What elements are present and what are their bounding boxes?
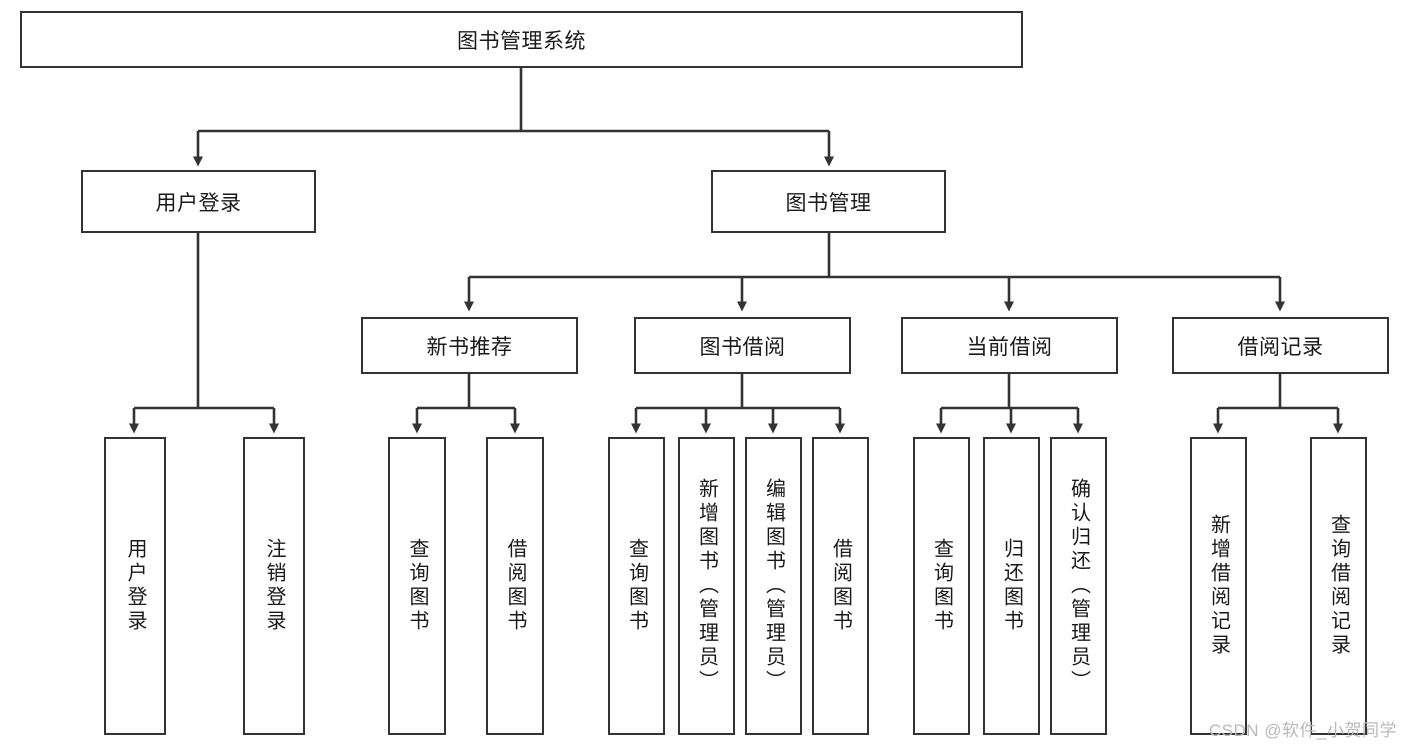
node-current-borrow[interactable]: 当前借阅	[901, 317, 1118, 374]
node-user-login[interactable]: 用户登录	[81, 170, 316, 233]
leaf-query-book-recommend[interactable]: 查询图书	[388, 437, 446, 735]
node-label: 用户登录	[124, 538, 146, 634]
node-label: 图书管理系统	[457, 29, 586, 53]
leaf-add-borrow-record[interactable]: 新增借阅记录	[1190, 437, 1247, 735]
leaf-return-book[interactable]: 归还图书	[983, 437, 1040, 735]
node-label: 新增图书（管理员）	[695, 478, 718, 694]
leaf-borrow-book[interactable]: 借阅图书	[812, 437, 869, 735]
node-label: 确认归还（管理员）	[1067, 478, 1090, 694]
node-label: 注销登录	[263, 538, 285, 634]
node-label: 查询图书	[625, 538, 648, 634]
node-label: 查询借阅记录	[1327, 514, 1350, 658]
node-label: 图书借阅	[699, 335, 786, 359]
node-label: 借阅图书	[829, 538, 852, 634]
leaf-logout[interactable]: 注销登录	[243, 437, 305, 735]
leaf-confirm-return-admin[interactable]: 确认归还（管理员）	[1050, 437, 1107, 735]
node-label: 编辑图书（管理员）	[762, 478, 785, 694]
leaf-query-book-current[interactable]: 查询图书	[913, 437, 970, 735]
leaf-borrow-book-recommend[interactable]: 借阅图书	[486, 437, 544, 735]
node-book-management[interactable]: 图书管理	[711, 170, 946, 233]
node-label: 图书管理	[785, 191, 872, 215]
node-label: 查询图书	[406, 538, 428, 634]
node-borrow-record[interactable]: 借阅记录	[1172, 317, 1389, 374]
node-label: 查询图书	[930, 538, 953, 634]
node-book-borrow[interactable]: 图书借阅	[634, 317, 851, 374]
leaf-query-borrow-record[interactable]: 查询借阅记录	[1310, 437, 1367, 735]
leaf-user-login[interactable]: 用户登录	[104, 437, 166, 735]
leaf-query-book[interactable]: 查询图书	[608, 437, 665, 735]
node-label: 新增借阅记录	[1207, 514, 1230, 658]
node-label: 借阅记录	[1237, 335, 1324, 359]
node-label: 归还图书	[1000, 538, 1023, 634]
node-label: 用户登录	[155, 191, 242, 215]
node-label: 新书推荐	[426, 335, 513, 359]
leaf-add-book-admin[interactable]: 新增图书（管理员）	[678, 437, 735, 735]
watermark: CSDN @软件_小贺同学	[1208, 721, 1397, 740]
node-root[interactable]: 图书管理系统	[20, 11, 1023, 68]
node-new-book-recommendation[interactable]: 新书推荐	[361, 317, 578, 374]
node-label: 借阅图书	[504, 538, 526, 634]
node-label: 当前借阅	[966, 335, 1053, 359]
leaf-edit-book-admin[interactable]: 编辑图书（管理员）	[745, 437, 802, 735]
